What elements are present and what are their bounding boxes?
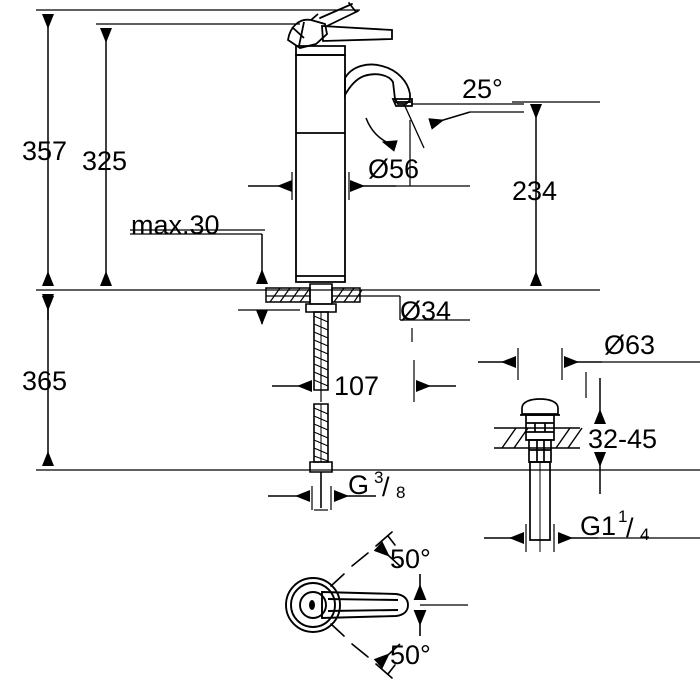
label-g114-letters: G1: [580, 511, 616, 541]
label-d56: Ø56: [368, 154, 419, 184]
label-g38: G 3 / 8: [348, 468, 405, 502]
label-234: 234: [512, 176, 557, 206]
dimension-max30: [130, 233, 300, 325]
label-50deg-bottom: 50°: [390, 640, 431, 670]
dimension-d63: [478, 348, 700, 398]
thread-knurl-lower: [313, 404, 329, 462]
label-d63: Ø63: [604, 330, 655, 360]
label-g38-slash: /: [382, 472, 390, 502]
faucet-body-outline: [295, 45, 346, 283]
label-325: 325: [82, 146, 127, 176]
label-g114-numerator: 1: [618, 507, 627, 526]
label-365: 365: [22, 366, 67, 396]
dimension-g114: [484, 462, 700, 552]
handle-angle-arrows: [373, 541, 468, 669]
basin-section-hatch: [494, 427, 583, 449]
label-50deg-top: 50°: [390, 544, 431, 574]
label-g38-letter: G: [348, 470, 369, 500]
handle-lever-outline: [287, 13, 393, 49]
deck-hatch-lines: [269, 287, 363, 303]
label-g38-denominator: 8: [396, 483, 405, 502]
flexible-hose: [309, 403, 333, 511]
faucet-spout-outline: [344, 63, 413, 107]
label-max30: max.30: [131, 210, 220, 240]
label-357: 357: [22, 136, 67, 166]
label-107: 107: [334, 371, 379, 401]
handle-top-view-outline: [285, 577, 409, 633]
label-25deg: 25°: [462, 74, 503, 104]
label-d34: Ø34: [400, 296, 451, 326]
label-g114-denominator: 4: [640, 525, 649, 544]
dimension-d56: [248, 120, 470, 200]
label-g38-numerator: 3: [374, 468, 383, 487]
dimension-234: [512, 101, 600, 286]
label-g114: G1 1 / 4: [580, 507, 649, 544]
handle-motion-ghost: [319, 2, 359, 27]
label-g114-slash: /: [626, 513, 634, 543]
dimension-107: [272, 360, 456, 402]
label-32-45: 32-45: [588, 424, 657, 454]
extension-lines-elevation: [36, 9, 700, 471]
dimension-g38: [268, 486, 376, 510]
dimension-25deg: [365, 103, 524, 152]
dimension-d34: [360, 295, 470, 342]
